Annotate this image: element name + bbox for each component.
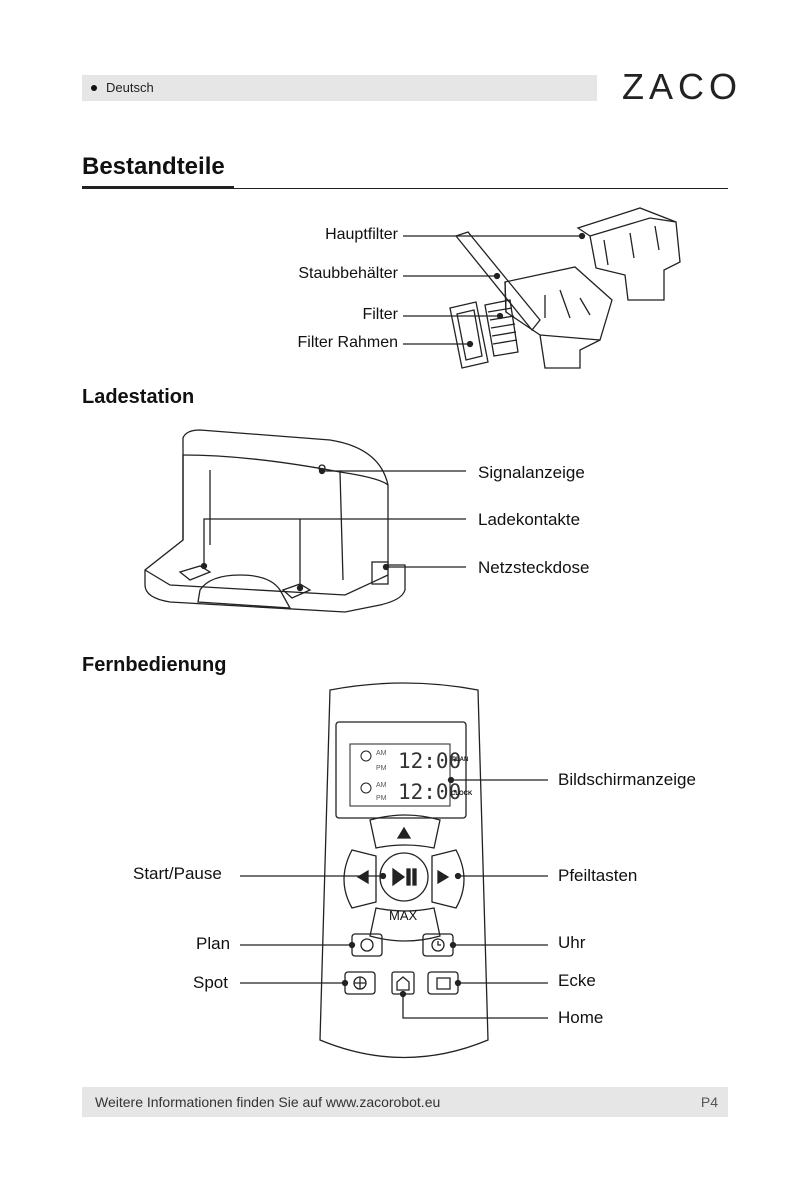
lcd-am-2: AM bbox=[376, 782, 387, 789]
label-staubbehaelter: Staubbehälter bbox=[298, 265, 398, 282]
lcd-time-2: 12:00 bbox=[398, 780, 462, 804]
lcd-time-1: 12:00 bbox=[398, 749, 462, 773]
label-hauptfilter: Hauptfilter bbox=[325, 226, 398, 243]
label-netzsteckdose: Netzsteckdose bbox=[478, 558, 590, 577]
bullet-icon bbox=[91, 85, 97, 91]
label-start-pause: Start/Pause bbox=[133, 864, 222, 883]
max-button-label: MAX bbox=[389, 908, 418, 923]
label-plan: Plan bbox=[196, 934, 231, 953]
lcd-clock-label: CLOCK bbox=[451, 791, 473, 797]
label-signalanzeige: Signalanzeige bbox=[478, 463, 585, 482]
label-spot: Spot bbox=[193, 973, 228, 992]
remote-drawing bbox=[319, 682, 489, 1059]
label-ladekontakte: Ladekontakte bbox=[478, 510, 581, 529]
section-title-station: Ladestation bbox=[82, 386, 195, 408]
brand-logo: ZACO bbox=[622, 66, 743, 107]
lcd-pm-1: PM bbox=[376, 765, 387, 772]
lcd-pm-2: PM bbox=[376, 795, 387, 802]
section-title-remote: Fernbedienung bbox=[82, 654, 227, 676]
label-filter: Filter bbox=[362, 306, 398, 323]
section-rule bbox=[82, 188, 728, 189]
label-pfeiltasten: Pfeiltasten bbox=[558, 866, 638, 885]
page-number: P4 bbox=[700, 1094, 718, 1110]
language-bar: Deutsch bbox=[82, 75, 597, 101]
remote-leader-lines bbox=[240, 776, 548, 1019]
section-title-components: Bestandteile bbox=[82, 153, 225, 180]
footer-bar: Weitere Informationen finden Sie auf www… bbox=[82, 1087, 728, 1117]
label-filter-rahmen: Filter Rahmen bbox=[297, 334, 398, 351]
station-leader-lines bbox=[200, 467, 466, 592]
label-ecke: Ecke bbox=[558, 971, 596, 990]
components-leader-lines bbox=[403, 232, 586, 348]
label-bildschirmanzeige: Bildschirmanzeige bbox=[558, 770, 696, 789]
lcd-am-1: AM bbox=[376, 750, 387, 757]
section-underline bbox=[82, 186, 234, 189]
language-label: Deutsch bbox=[106, 80, 154, 95]
lcd-plan-label: PLAN bbox=[452, 757, 469, 763]
charging-station-drawing bbox=[144, 429, 406, 613]
label-home: Home bbox=[558, 1008, 604, 1027]
dust-bin-drawing bbox=[449, 207, 681, 369]
footer-text: Weitere Informationen finden Sie auf www… bbox=[95, 1094, 441, 1110]
label-uhr: Uhr bbox=[558, 933, 586, 952]
